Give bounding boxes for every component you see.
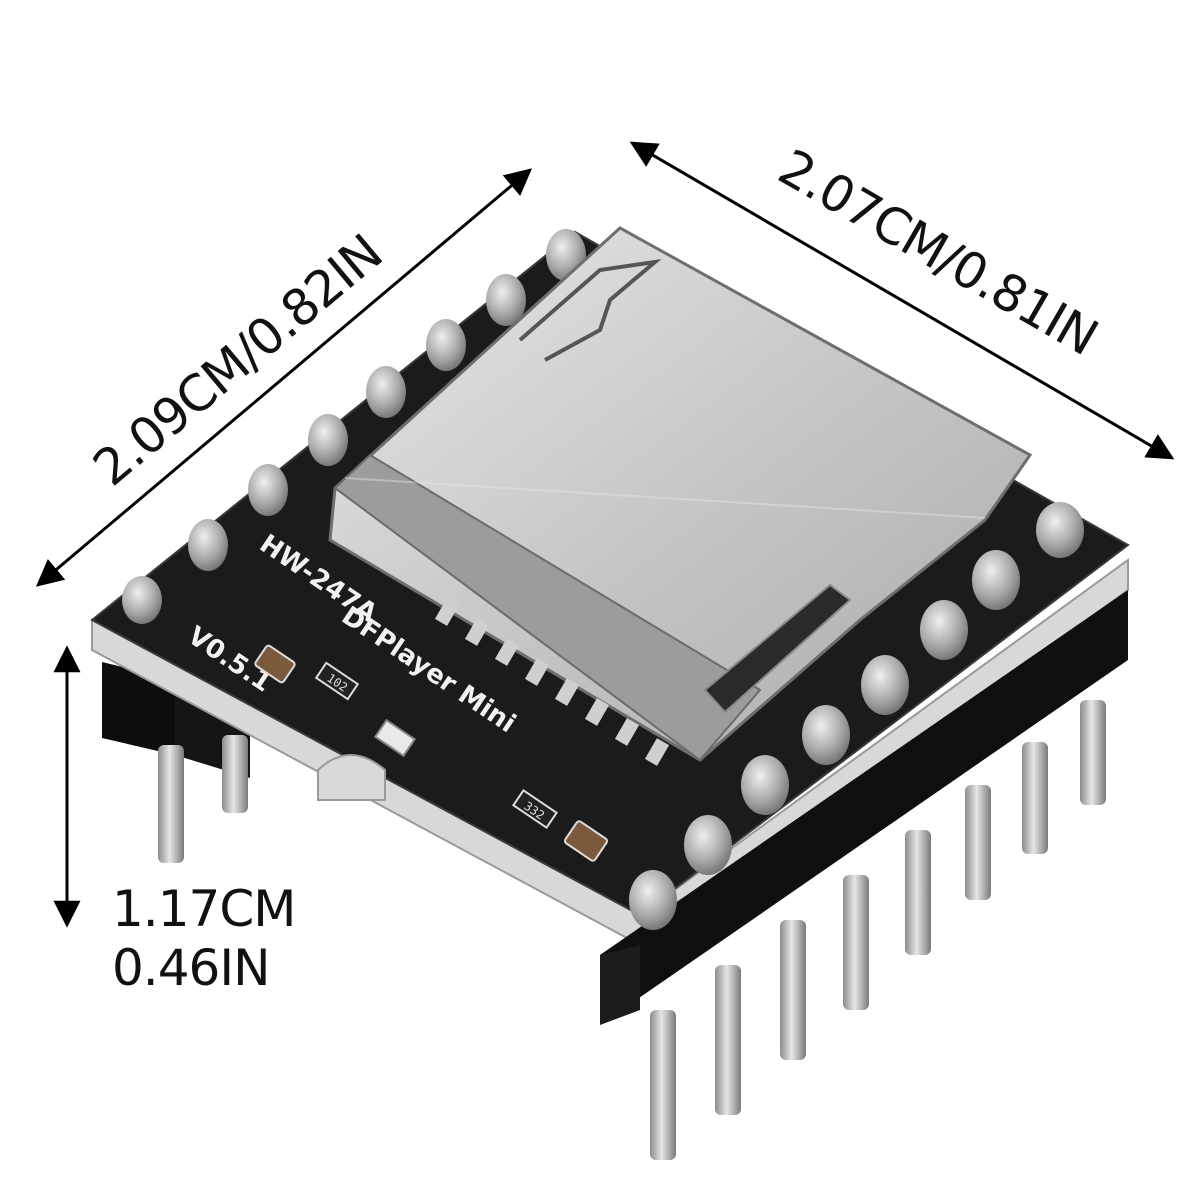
pad <box>486 274 526 326</box>
pin <box>715 965 741 1115</box>
pin <box>905 830 931 955</box>
pad <box>629 870 677 930</box>
dfplayer-module: HW-247A DFPlayer Mini V0.5.1 102 332 <box>90 226 1130 1160</box>
pin <box>1080 700 1106 805</box>
dimension-label-height-in: 0.46IN <box>112 939 269 997</box>
dimension-arrow-right <box>629 141 1175 460</box>
pin <box>780 920 806 1060</box>
pad <box>972 550 1020 610</box>
resistor <box>314 661 360 701</box>
right-pin-header <box>600 590 1128 1160</box>
dimension-label-height-cm: 1.17CM <box>112 880 295 938</box>
sd-card-slot <box>328 226 1033 762</box>
pin <box>843 875 869 1010</box>
pad <box>684 815 732 875</box>
pin <box>650 1010 676 1160</box>
pad <box>248 464 288 516</box>
capacitor <box>563 820 609 862</box>
led <box>373 718 417 758</box>
pin <box>965 785 991 900</box>
pcb-notch <box>317 754 386 801</box>
pad <box>741 755 789 815</box>
pad <box>188 519 228 571</box>
pad <box>366 366 406 418</box>
pad <box>861 655 909 715</box>
sd-contacts <box>434 598 670 766</box>
pad <box>802 705 850 765</box>
capacitor <box>254 644 296 684</box>
pin <box>222 735 248 813</box>
pad <box>122 576 162 624</box>
resistor <box>511 788 559 830</box>
right-pads <box>629 502 1084 930</box>
pad <box>920 600 968 660</box>
pin <box>158 745 184 863</box>
pad <box>308 414 348 466</box>
pad <box>1036 502 1084 558</box>
dimension-arrow-left <box>35 168 533 587</box>
pin <box>1022 742 1048 854</box>
pad <box>426 319 466 371</box>
